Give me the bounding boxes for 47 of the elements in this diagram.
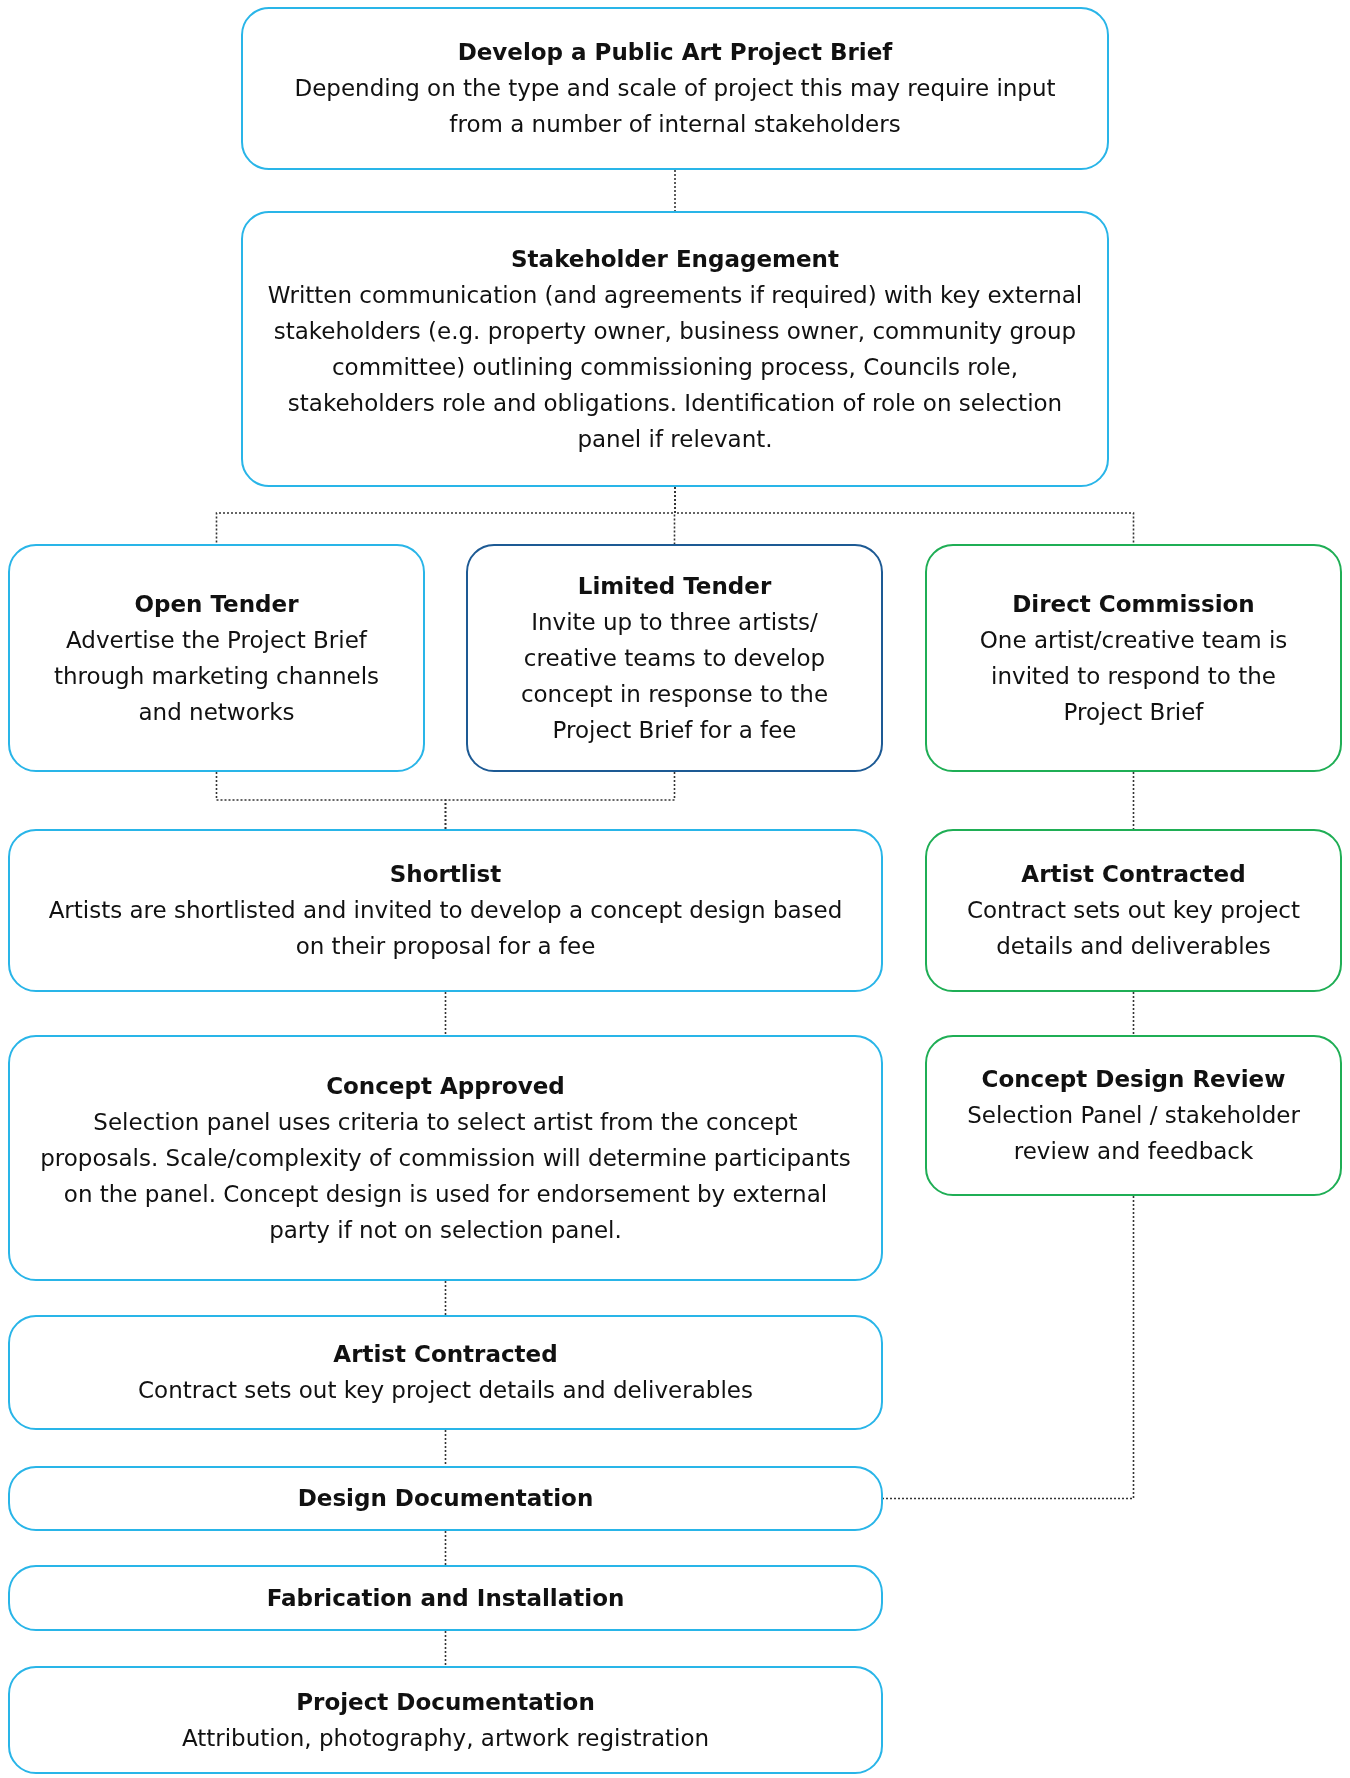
connector-line bbox=[1132, 771, 1135, 830]
step-title: Limited Tender bbox=[577, 571, 772, 601]
process-box bbox=[925, 1035, 1342, 1196]
step-title: Stakeholder Engagement bbox=[511, 244, 839, 274]
process-box bbox=[8, 1315, 883, 1430]
step-title: Concept Approved bbox=[326, 1071, 565, 1101]
process-box bbox=[8, 544, 425, 772]
process-box bbox=[8, 1035, 883, 1281]
process-box bbox=[8, 1565, 883, 1631]
step-description: Written communication (and agreements if required) with key external stakeholders (e.g. property owner, business owner, community group committee) outlining commissioning process, Councils role, stakeholders role and obligations. Identification of role on selection panel if relevant. bbox=[266, 280, 1084, 454]
step-title: Artist Contracted bbox=[1021, 860, 1246, 889]
step-title: Project Documentation bbox=[296, 1687, 595, 1717]
process-box bbox=[8, 1666, 883, 1774]
connector-line bbox=[444, 1630, 447, 1667]
step-description: Artists are shortlisted and invited to develop a concept design based on their proposal for a fee bbox=[47, 896, 844, 961]
process-box bbox=[925, 829, 1342, 992]
process-box bbox=[241, 7, 1109, 170]
step-title: Direct Commission bbox=[1012, 589, 1255, 619]
step-title: Concept Design Review bbox=[981, 1065, 1286, 1094]
step-description: Invite up to three artists/ creative teams to develop concept in response to the Project Brief for a fee bbox=[519, 607, 830, 745]
connector-line bbox=[674, 169, 676, 212]
step-description: Contract sets out key project details and deliverables bbox=[965, 896, 1302, 961]
step-description: Advertise the Project Brief through marketing channels and networks bbox=[52, 625, 381, 727]
step-title: Shortlist bbox=[389, 860, 502, 889]
process-box bbox=[8, 1466, 883, 1531]
step-title: Design Documentation bbox=[297, 1484, 594, 1513]
step-title: Artist Contracted bbox=[333, 1340, 558, 1369]
step-description: Selection Panel / stakeholder review and feedback bbox=[966, 1101, 1301, 1166]
connector-line bbox=[674, 486, 1135, 545]
connector-line bbox=[444, 771, 676, 830]
connector-line bbox=[444, 1280, 447, 1316]
process-box bbox=[8, 829, 883, 992]
process-box bbox=[466, 544, 883, 772]
step-description: Selection panel uses criteria to select artist from the concept proposals. Scale/complexity of commission will determine participants on the panel. Concept design is used for endorsement by external party if not on selection panel. bbox=[39, 1107, 852, 1245]
step-title: Develop a Public Art Project Brief bbox=[457, 38, 893, 67]
connector-line bbox=[1132, 991, 1135, 1036]
step-description: One artist/creative team is invited to respond to the Project Brief bbox=[978, 625, 1289, 727]
connector-line bbox=[444, 1429, 447, 1467]
process-box bbox=[925, 544, 1342, 772]
connector-line bbox=[444, 1530, 447, 1566]
step-description: Attribution, photography, artwork registration bbox=[181, 1723, 710, 1753]
connector-line bbox=[444, 991, 447, 1036]
process-box bbox=[241, 211, 1109, 487]
step-description: Contract sets out key project details and deliverables bbox=[138, 1376, 753, 1405]
step-description: Depending on the type and scale of project this may require input from a number of internal stakeholders bbox=[293, 74, 1057, 139]
step-title: Open Tender bbox=[134, 589, 299, 619]
step-title: Fabrication and Installation bbox=[266, 1583, 625, 1613]
